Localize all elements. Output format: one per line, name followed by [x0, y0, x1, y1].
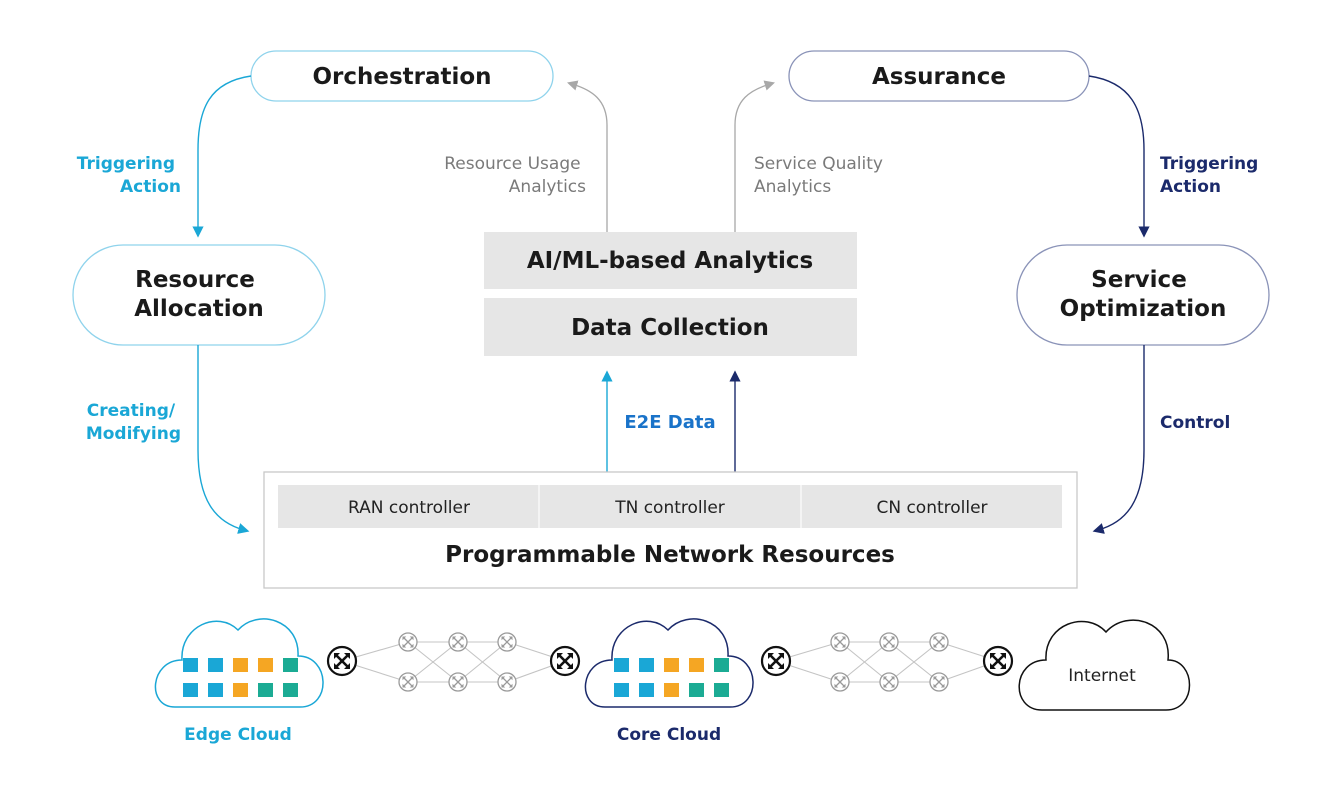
core-cloud-icon: [584, 618, 754, 708]
control-label: Control: [1160, 413, 1230, 433]
assurance-node: Assurance: [788, 50, 1090, 102]
router-icon: [879, 672, 899, 692]
ai-ml-analytics-box: AI/ML-based Analytics: [484, 232, 857, 289]
resource-allocation-node: Resource Allocation: [72, 244, 326, 346]
allocation-to-network-arrow: [197, 345, 250, 534]
data-collection-box: Data Collection: [484, 298, 857, 356]
edge-cloud-label: Edge Cloud: [184, 725, 292, 745]
edge-cloud-servers: [183, 658, 298, 697]
core-cloud-label: Core Cloud: [617, 725, 721, 745]
router-icon: [398, 672, 418, 692]
programmable-network-resources-box: RAN controller TN controller CN controll…: [263, 471, 1078, 589]
router-icon: [398, 632, 418, 652]
creating-modifying-label: Creating/ Modifying: [86, 401, 181, 444]
optimization-to-network-arrow: [1092, 345, 1145, 534]
assurance-label: Assurance: [872, 64, 1006, 90]
gateway-switch-icon: [760, 645, 792, 677]
router-icon: [448, 632, 468, 652]
assurance-to-optimization-arrow: [1088, 75, 1150, 238]
edge-cloud-icon: [154, 618, 324, 708]
router-icon: [830, 672, 850, 692]
orchestration-node: Orchestration: [250, 50, 554, 102]
router-icon: [497, 632, 517, 652]
gateway-switch-icon: [982, 645, 1014, 677]
left-triggering-action-label: Triggering Action: [77, 154, 181, 197]
gateway-switch-icon: [326, 645, 358, 677]
router-icon: [497, 672, 517, 692]
service-optimization-node: Service Optimization: [1016, 244, 1270, 346]
service-quality-analytics-label: Service Quality Analytics: [754, 154, 888, 197]
router-icon: [448, 672, 468, 692]
router-icon: [879, 632, 899, 652]
resource-allocation-label: Resource Allocation: [134, 267, 264, 322]
core-cloud-servers: [614, 658, 729, 697]
orchestration-label: Orchestration: [312, 64, 491, 90]
router-icon: [830, 632, 850, 652]
right-triggering-action-label: Triggering Action: [1160, 154, 1264, 197]
ai-ml-analytics-label: AI/ML-based Analytics: [527, 248, 813, 274]
e2e-data-label: E2E Data: [624, 412, 715, 433]
analytics-to-orchestration-line: [567, 80, 608, 232]
service-optimization-label: Service Optimization: [1060, 267, 1227, 322]
internet-label: Internet: [1068, 666, 1136, 686]
router-icon: [929, 672, 949, 692]
tn-controller-label: TN controller: [614, 498, 725, 518]
data-collection-label: Data Collection: [571, 315, 769, 341]
cn-controller-label: CN controller: [876, 498, 987, 518]
gateway-switch-icon: [549, 645, 581, 677]
analytics-to-assurance-line: [734, 80, 775, 232]
programmable-network-resources-label: Programmable Network Resources: [445, 542, 895, 568]
router-icon: [929, 632, 949, 652]
resource-usage-analytics-label: Resource Usage Analytics: [444, 154, 586, 197]
internet-cloud-icon: [1018, 619, 1191, 711]
ran-controller-label: RAN controller: [348, 498, 470, 518]
orchestration-to-allocation-arrow: [192, 75, 252, 238]
